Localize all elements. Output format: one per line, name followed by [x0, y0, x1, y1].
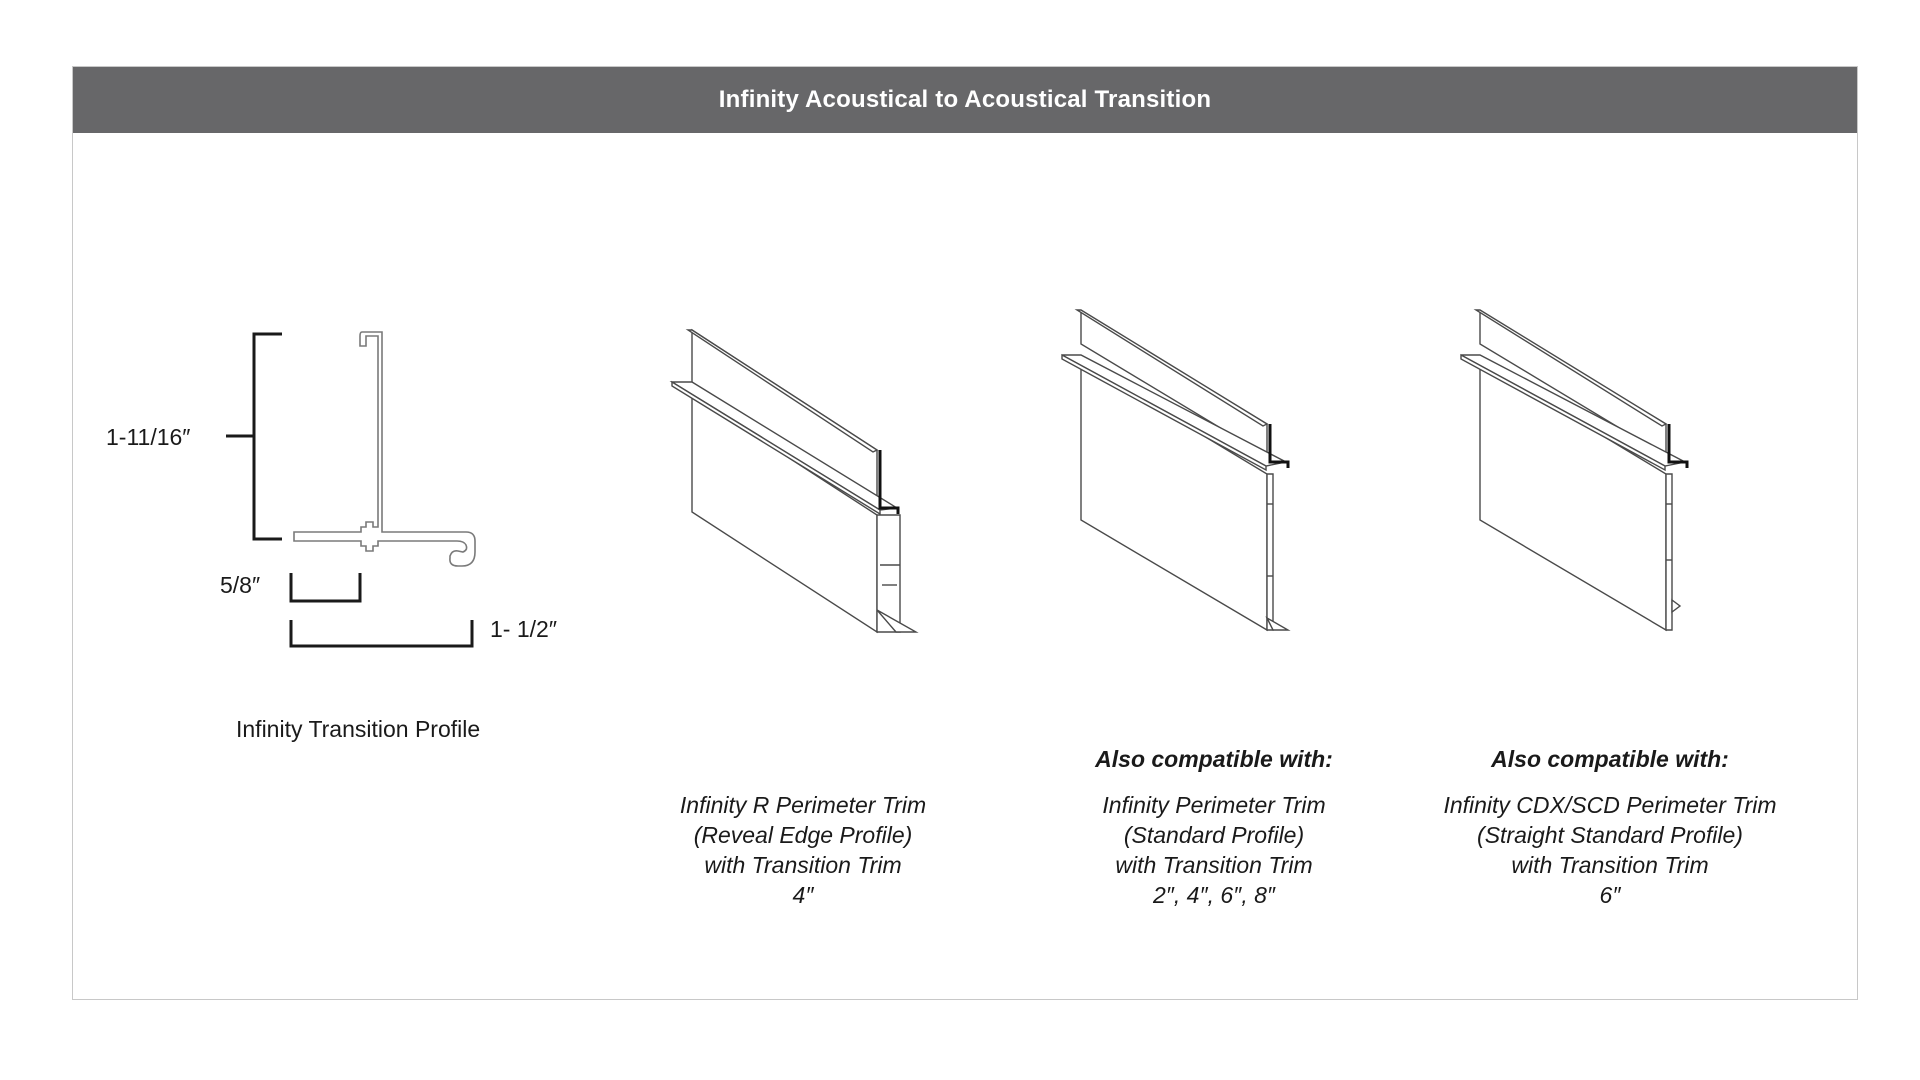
trim-profile: (Reveal Edge Profile) — [693, 822, 913, 848]
height-bracket — [252, 332, 282, 541]
trim-with: with Transition Trim — [1115, 852, 1313, 878]
trim-sizes: 4″ — [792, 882, 814, 908]
trim-caption-reveal-edge: Infinity R Perimeter Trim (Reveal Edge P… — [593, 790, 1013, 910]
trim-with: with Transition Trim — [704, 852, 902, 878]
trim-name: Infinity R Perimeter Trim — [679, 792, 927, 818]
trim-profile: (Standard Profile) — [1123, 822, 1305, 848]
trim-illustration-reveal-edge — [669, 328, 919, 634]
trim-profile: (Straight Standard Profile) — [1477, 822, 1743, 848]
trim-with: with Transition Trim — [1511, 852, 1709, 878]
trim-illustration-straight-standard — [1460, 309, 1689, 632]
page-title: Infinity Acoustical to Acoustical Transi… — [718, 86, 1212, 113]
trim-sizes: 2″, 4″, 6″, 8″ — [1152, 882, 1276, 908]
diagram-frame: Infinity Acoustical to Acoustical Transi… — [72, 66, 1858, 1000]
trim-illustration-standard — [1061, 309, 1291, 632]
profile-dimensions — [226, 332, 474, 648]
trim-name: Infinity CDX/SCD Perimeter Trim — [1443, 792, 1777, 818]
dimension-short-width-label: 5/8″ — [220, 572, 261, 598]
profile-caption: Infinity Transition Profile — [236, 716, 481, 742]
compat-label-standard: Also compatible with: — [1095, 746, 1333, 772]
dimension-height-label: 1-11/16″ — [106, 424, 191, 450]
trim-caption-straight-standard: Infinity CDX/SCD Perimeter Trim (Straigh… — [1400, 790, 1820, 910]
long-width-bracket — [289, 620, 474, 648]
trim-sizes: 6″ — [1599, 882, 1621, 908]
compat-label-straight-standard: Also compatible with: — [1491, 746, 1729, 772]
trim-caption-standard: Infinity Perimeter Trim (Standard Profil… — [1004, 790, 1424, 910]
short-width-bracket — [289, 573, 362, 603]
header-bar: Infinity Acoustical to Acoustical Transi… — [73, 67, 1857, 133]
dimension-long-width-label: 1- 1/2″ — [490, 616, 557, 642]
transition-profile-shape — [293, 331, 476, 567]
trim-name: Infinity Perimeter Trim — [1102, 792, 1326, 818]
